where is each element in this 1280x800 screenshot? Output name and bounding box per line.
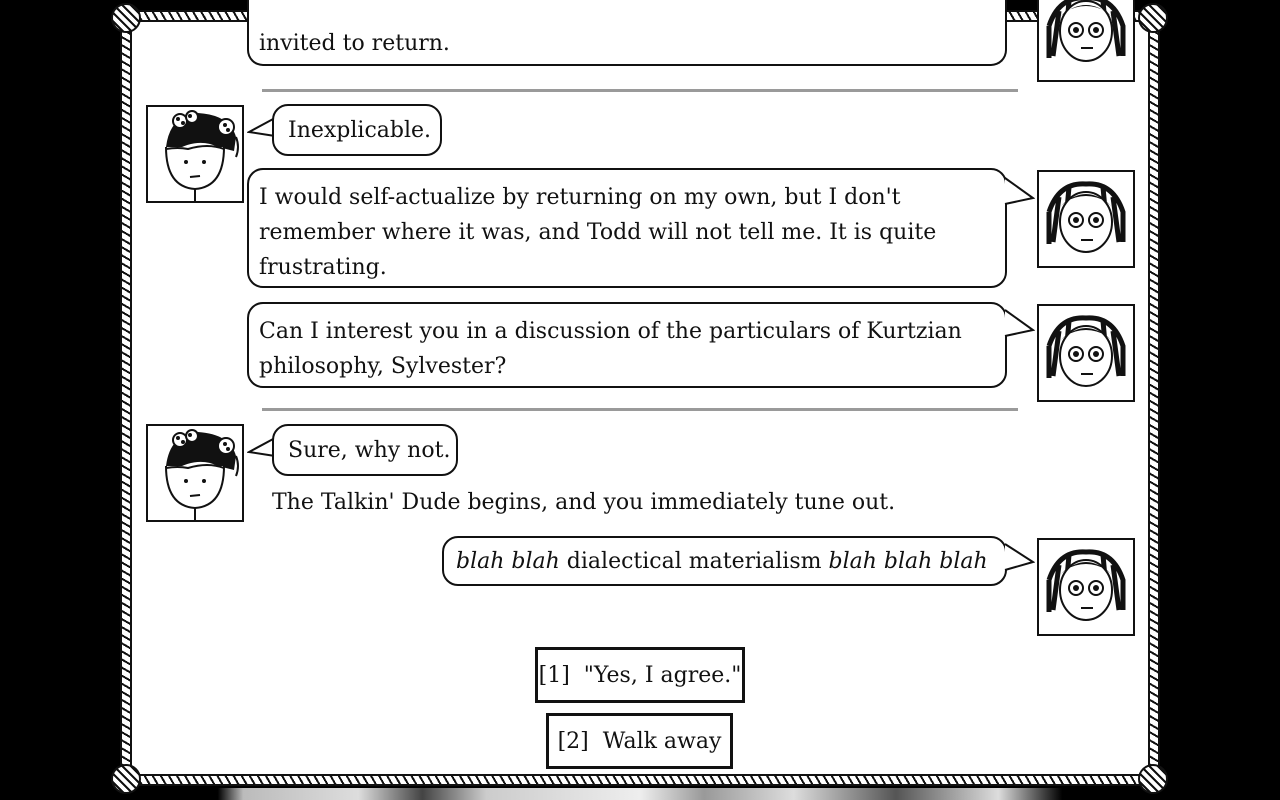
- bubble-tail-icon: [1004, 309, 1035, 337]
- talkin-dude-portrait-icon: [1037, 538, 1135, 636]
- speech-bubble-npc: invited to return.: [247, 0, 1007, 66]
- dialogue-text-line: frustrating.: [259, 255, 387, 280]
- dialogue-text-line: philosophy, Sylvester?: [259, 354, 507, 379]
- dialogue-text: Sure, why not.: [288, 438, 451, 463]
- choice-label: Walk away: [602, 728, 722, 754]
- knot-bottom-right-icon: [1138, 764, 1168, 794]
- bottom-strip: [0, 788, 1280, 800]
- knot-top-right-icon: [1138, 3, 1168, 33]
- rope-left: [120, 12, 132, 784]
- dialogue-text: Inexplicable.: [288, 118, 432, 143]
- divider: [262, 89, 1018, 92]
- dialogue-text-italic: blah blah: [456, 549, 560, 574]
- talkin-dude-portrait-icon: [1037, 304, 1135, 402]
- dialogue-text: invited to return.: [259, 31, 450, 56]
- bubble-tail-icon: [247, 117, 276, 137]
- speech-bubble-player: Sure, why not.: [272, 424, 458, 476]
- bubble-tail-icon: [247, 437, 276, 457]
- choice-yes-button[interactable]: [1] "Yes, I agree.": [535, 647, 745, 703]
- rope-right: [1148, 12, 1160, 784]
- player-portrait-icon: [146, 105, 244, 203]
- dialogue-text-line: Can I interest you in a discussion of th…: [259, 319, 962, 344]
- choice-label: "Yes, I agree.": [583, 662, 742, 688]
- dialogue-text-italic: blah blah blah: [828, 549, 988, 574]
- divider: [262, 408, 1018, 411]
- knot-top-left-icon: [111, 3, 141, 33]
- dialogue-text-line: I would self-actualize by returning on m…: [259, 185, 901, 210]
- bubble-tail-icon: [1004, 177, 1035, 205]
- knot-bottom-left-icon: [111, 764, 141, 794]
- dialogue-text: dialectical materialism: [559, 549, 829, 574]
- bubble-tail-icon: [1004, 543, 1035, 571]
- choice-key: [2]: [557, 728, 589, 754]
- speech-bubble-npc: blah blah dialectical materialism blah b…: [442, 536, 1007, 586]
- rope-bottom: [122, 774, 1158, 786]
- speech-bubble-player: Inexplicable.: [272, 104, 442, 156]
- narration-text: The Talkin' Dude begins, and you immedia…: [272, 490, 896, 515]
- talkin-dude-portrait-icon: [1037, 0, 1135, 82]
- dialogue-text-line: remember where it was, and Todd will not…: [259, 220, 937, 245]
- talkin-dude-portrait-icon: [1037, 170, 1135, 268]
- speech-bubble-npc: I would self-actualize by returning on m…: [247, 168, 1007, 288]
- speech-bubble-npc: Can I interest you in a discussion of th…: [247, 302, 1007, 388]
- player-portrait-icon: [146, 424, 244, 522]
- choice-walk-away-button[interactable]: [2] Walk away: [546, 713, 733, 769]
- choice-key: [1]: [538, 662, 570, 688]
